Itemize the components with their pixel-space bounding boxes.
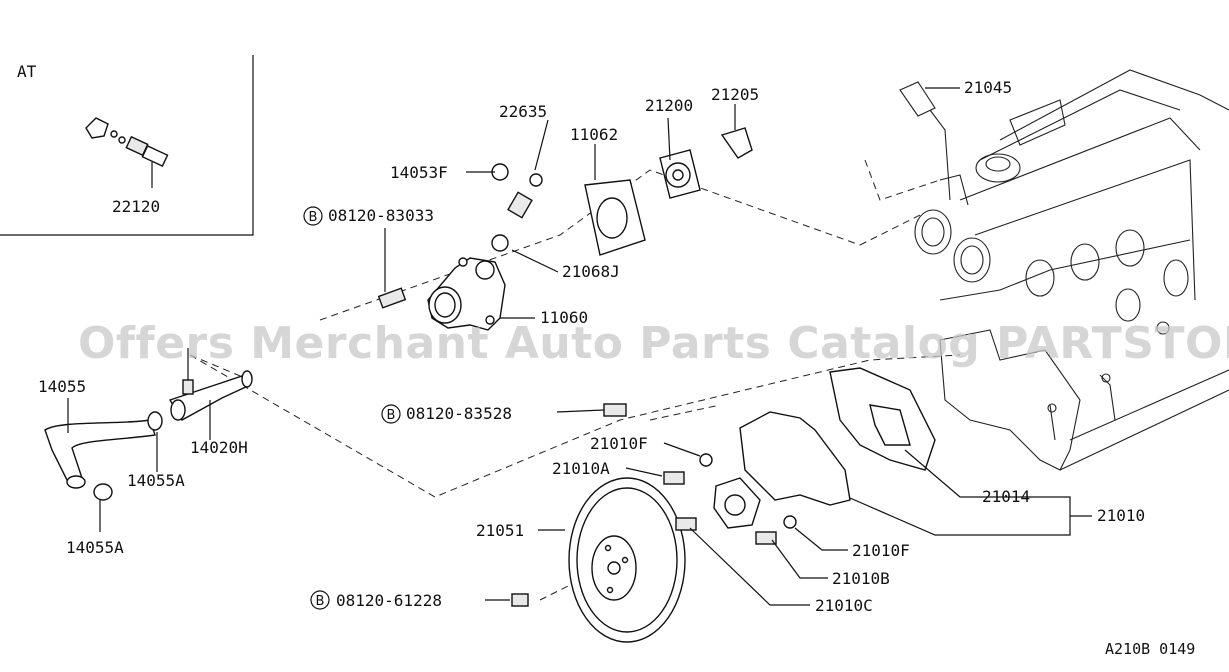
bolt-markers: B B B: [303, 206, 401, 610]
part-label-08120-83033[interactable]: 08120-83033: [328, 206, 434, 225]
hose-drawings: [44, 348, 253, 501]
water-pump-drawings: [511, 367, 936, 643]
bolt-marker-2: [381, 404, 401, 424]
part-label-11060[interactable]: 11060: [540, 308, 588, 327]
part-label-21010[interactable]: 21010: [1097, 506, 1145, 525]
part-label-22635[interactable]: 22635: [499, 102, 547, 121]
part-label-21010f-lower[interactable]: 21010F: [852, 541, 910, 560]
bolt-marker-1: [303, 206, 323, 226]
leader-lines: [67, 87, 1092, 606]
svg-text:B: B: [316, 594, 325, 609]
part-label-08120-61228[interactable]: 08120-61228: [336, 591, 442, 610]
part-label-21014[interactable]: 21014: [982, 487, 1030, 506]
part-label-14055[interactable]: 14055: [38, 377, 86, 396]
diagram-code: A210B 0149: [1105, 640, 1195, 658]
part-label-14053f[interactable]: 14053F: [390, 163, 448, 182]
part-label-11062[interactable]: 11062: [570, 125, 618, 144]
part-label-21051[interactable]: 21051: [476, 521, 524, 540]
engine-block-drawing: [899, 69, 1229, 471]
part-label-14055a-lower[interactable]: 14055A: [66, 538, 124, 557]
part-label-14020h[interactable]: 14020H: [190, 438, 248, 457]
part-label-21068j[interactable]: 21068J: [562, 262, 620, 281]
svg-text:B: B: [387, 408, 396, 423]
bolt-marker-3: [310, 590, 330, 610]
at-inset: AT 22120: [0, 55, 254, 236]
part-label-21010a[interactable]: 21010A: [552, 459, 610, 478]
sensor-22120-drawing: [85, 117, 169, 188]
part-label-14055a-upper[interactable]: 14055A: [127, 471, 185, 490]
inset-label: AT: [17, 62, 37, 81]
svg-text:B: B: [309, 210, 318, 225]
part-label-21010c[interactable]: 21010C: [815, 596, 873, 615]
thermostat-housing-drawings: [377, 127, 753, 331]
assembly-guide-lines: [189, 159, 961, 601]
part-label-21205[interactable]: 21205: [711, 85, 759, 104]
part-label-21045[interactable]: 21045: [964, 78, 1012, 97]
part-label-21010f-upper[interactable]: 21010F: [590, 434, 648, 453]
part-labels: 22635 21200 21205 21045 11062 14053F 081…: [38, 78, 1145, 615]
watermark-text: Offers Merchant Auto Parts Catalog PARTS…: [78, 318, 1229, 369]
part-label-08120-83528[interactable]: 08120-83528: [406, 404, 512, 423]
part-label-21200[interactable]: 21200: [645, 96, 693, 115]
part-label-22120[interactable]: 22120: [112, 197, 160, 216]
part-label-21010b[interactable]: 21010B: [832, 569, 890, 588]
